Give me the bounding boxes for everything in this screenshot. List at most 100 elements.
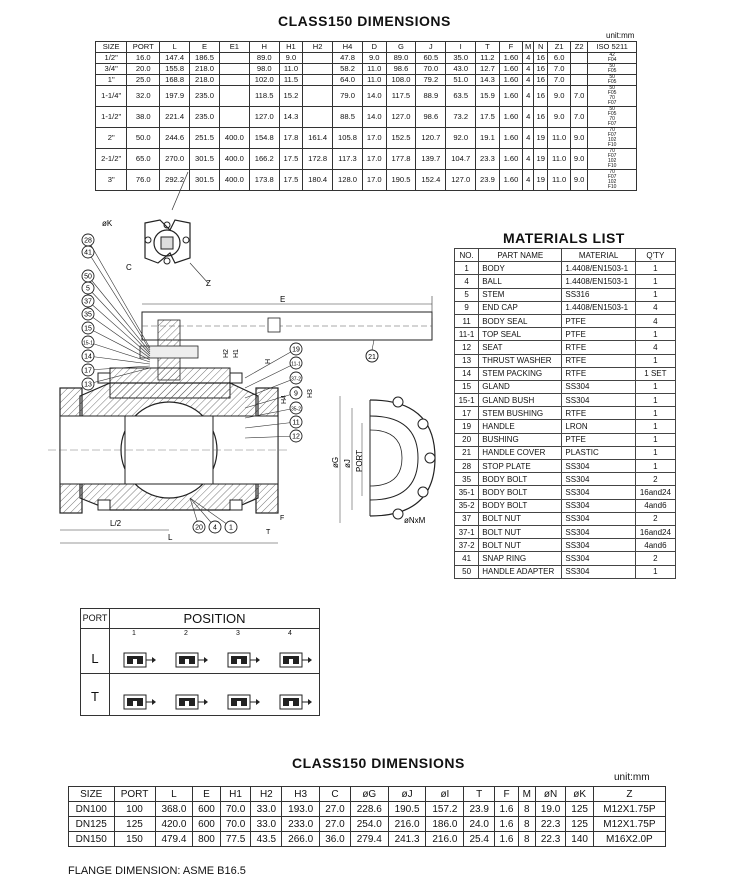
- top-table-cell: 47.8: [332, 52, 363, 64]
- bottom-table-cell: 24.0: [463, 816, 496, 832]
- top-table-cell: 173.8: [248, 169, 280, 191]
- label-z: Z: [206, 279, 211, 288]
- materials-cell: 1.4408/EN1503-1: [561, 274, 636, 289]
- bottom-table-cell: 479.4: [154, 831, 194, 847]
- top-table-cell: 35.0: [445, 52, 477, 64]
- materials-cell: SS304: [561, 458, 636, 474]
- flange-note: FLANGE DIMENSION: ASME B16.5: [68, 865, 246, 877]
- callout-balloon: 13: [81, 367, 151, 391]
- balloon-21-text: 21: [368, 354, 376, 361]
- callout-number: 50: [84, 274, 92, 281]
- top-table-cell: [569, 63, 589, 75]
- top-dimensions-title: CLASS150 DIMENSIONS: [278, 13, 451, 29]
- iso-value: 42: [609, 52, 615, 58]
- materials-cell: BODY BOLT: [478, 485, 563, 500]
- iso-value: 50: [609, 85, 615, 91]
- top-table-cell: 23.9: [475, 169, 500, 191]
- position-column-2: 2: [184, 630, 188, 637]
- materials-cell: 15-1: [453, 393, 480, 408]
- callout-balloon: 19: [244, 342, 303, 379]
- iso-value: F05: [607, 111, 617, 117]
- label-t: T: [266, 529, 271, 536]
- bottom-table-cell: 368.0: [154, 801, 194, 817]
- bottom-header-cell: C: [319, 786, 351, 802]
- bottom-table-cell: 33.0: [250, 816, 283, 832]
- callout-number: 15-1: [83, 341, 93, 347]
- top-table-cell: 172.8: [302, 148, 334, 170]
- bottom-header-cell: H2: [250, 786, 283, 802]
- iso-value: F07: [607, 121, 617, 127]
- materials-cell: 28: [453, 458, 480, 474]
- iso-value: 50: [609, 74, 615, 80]
- top-table-cell: 17.8: [278, 127, 304, 149]
- iso-value: 70: [609, 127, 615, 133]
- bottom-header-cell: øN: [534, 786, 567, 802]
- bottom-table-cell: 600: [192, 801, 221, 817]
- top-table-cell: 1/2": [94, 52, 128, 64]
- label-port: PORT: [355, 450, 364, 472]
- materials-cell: STEM BUSHING: [478, 406, 563, 421]
- materials-header-cell: Q'TY: [634, 247, 677, 263]
- bottom-table-cell: 193.0: [281, 801, 321, 817]
- materials-cell: STEM PACKING: [478, 366, 563, 381]
- callout-balloon: 20: [189, 497, 206, 534]
- top-table-cell: 23.3: [475, 148, 500, 170]
- top-table-cell: 9.0: [569, 127, 589, 149]
- position-column-4: 4: [288, 630, 292, 637]
- bottom-table-cell: 19.0: [534, 801, 567, 817]
- top-table-cell: 9.0: [361, 52, 387, 64]
- callout-number: 4: [213, 525, 217, 532]
- top-table-cell: 89.0: [385, 52, 417, 64]
- iso-value: 102: [607, 137, 617, 143]
- materials-cell: 1: [634, 261, 677, 276]
- top-table-cell: 88.5: [332, 106, 363, 128]
- materials-cell: PTFE: [561, 313, 636, 329]
- top-table-cell: 19: [533, 148, 549, 170]
- bottom-table-cell: 125: [113, 816, 156, 832]
- top-table-cell: 16.0: [126, 52, 161, 64]
- materials-cell: 17: [453, 406, 480, 421]
- bottom-table-cell: 800: [192, 831, 221, 847]
- bottom-table-cell: 125: [565, 801, 594, 817]
- callout-number: 11-1: [291, 362, 301, 368]
- materials-cell: 1: [634, 327, 677, 342]
- bottom-table-cell: 241.3: [387, 831, 427, 847]
- materials-cell: SS304: [561, 538, 636, 553]
- top-table-cell: 152.5: [385, 127, 417, 149]
- top-table-cell: 11.0: [361, 74, 387, 86]
- top-table-cell: 70.0: [415, 63, 447, 75]
- bottom-header-cell: F: [494, 786, 519, 802]
- top-header-cell: H2: [302, 41, 334, 53]
- label-n: øNxM: [404, 516, 426, 525]
- position-title: POSITION: [110, 609, 319, 629]
- top-table-cell: 108.0: [385, 74, 417, 86]
- top-table-cell: 38.0: [126, 106, 161, 128]
- top-table-cell: 7.0: [569, 85, 589, 107]
- callout-balloon: 50: [81, 269, 151, 353]
- materials-cell: 1: [634, 406, 677, 421]
- bottom-header-cell: Z: [592, 786, 667, 802]
- callout-number: 13: [84, 382, 92, 389]
- materials-cell: HANDLE ADAPTER: [478, 564, 563, 579]
- top-table-cell: 1.60: [498, 127, 524, 149]
- bottom-header-cell: L: [154, 786, 194, 802]
- position-icon: [279, 694, 312, 710]
- materials-cell: 1: [634, 379, 677, 395]
- balloon-21: 21: [365, 339, 379, 363]
- bottom-table-cell: DN100: [68, 801, 115, 817]
- iso-value: F04: [607, 57, 617, 63]
- materials-cell: 4: [634, 300, 677, 315]
